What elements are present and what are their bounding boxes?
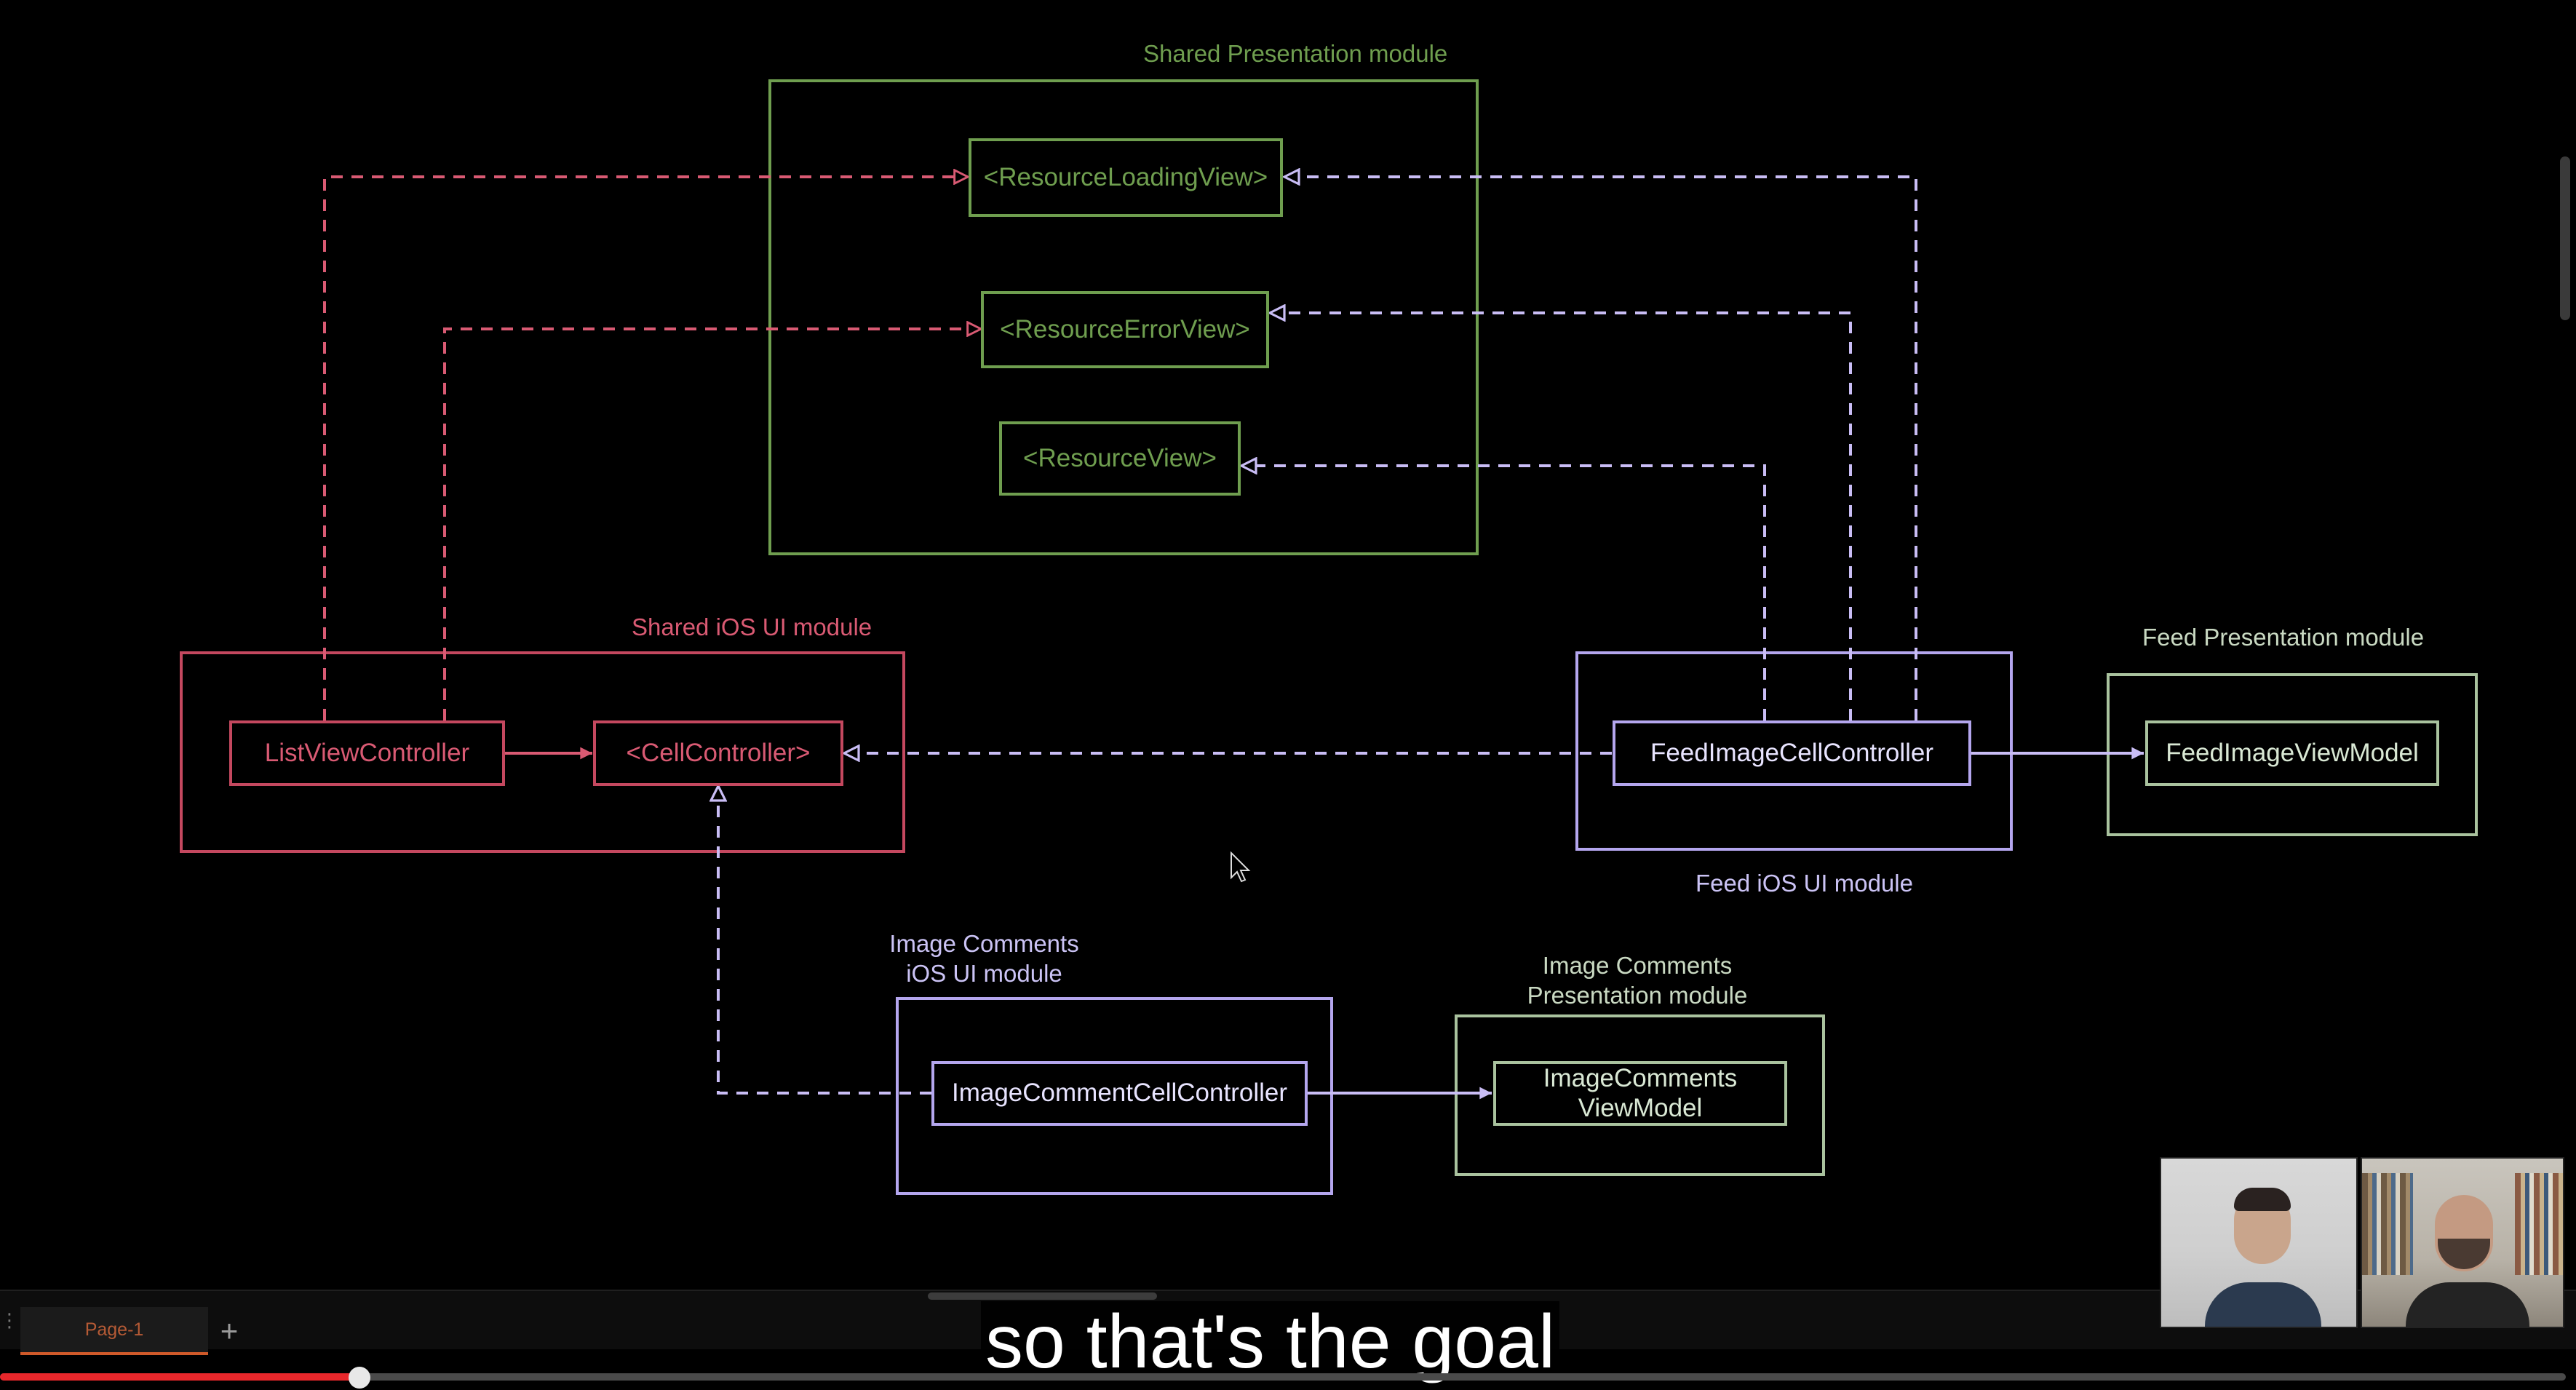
cell-controller-node[interactable]: <CellController> [593,720,843,786]
feed-ios-ui-module-box [1575,651,2013,851]
shared-presentation-module-box [768,79,1479,555]
feed-ios-ui-module-label: Feed iOS UI module [1696,870,1913,897]
participant-1-hair [2234,1188,2291,1211]
resource-error-view-node[interactable]: <ResourceErrorView> [981,291,1269,368]
image-comments-ios-ui-module-box [896,997,1333,1195]
horizontal-scrollbar-thumb[interactable] [928,1292,1157,1300]
feed-image-view-model-node[interactable]: FeedImageViewModel [2145,720,2439,786]
participant-1-torso [2205,1282,2321,1327]
image-comments-view-model-line-1: ImageComments [1543,1064,1738,1093]
video-subtitle: so that's the goal [981,1301,1560,1383]
feed-image-cell-controller-node[interactable]: FeedImageCellController [1613,720,1971,786]
participant-2-torso [2406,1282,2529,1327]
image-comments-presentation-label-line-2: Presentation module [1527,982,1748,1009]
list-view-controller-node[interactable]: ListViewController [229,720,505,786]
feed-cell-to-resource-view-arrow [1241,466,1766,720]
tab-page-1[interactable]: Page-1 [20,1307,208,1355]
image-comments-ios-ui-module-label: Image Comments iOS UI module [873,929,1095,988]
shared-ios-ui-module-label: Shared iOS UI module [632,613,872,640]
vertical-scrollbar-thumb[interactable] [2560,156,2570,320]
feed-presentation-module-label: Feed Presentation module [2142,624,2425,651]
video-progress-scrubber[interactable] [348,1367,370,1389]
video-progress-bar[interactable] [0,1373,2566,1381]
image-comments-view-model-node[interactable]: ImageComments ViewModel [1493,1061,1787,1126]
shared-ios-ui-module-box [180,651,905,853]
participant-2-shelf-right [2515,1173,2563,1275]
tab-bar-grip-icon[interactable]: ⋮ [0,1311,19,1345]
image-comment-cell-to-cell-controller-arrow [718,786,931,1095]
resource-view-node[interactable]: <ResourceView> [999,421,1241,496]
plus-icon[interactable]: + [220,1314,239,1348]
image-comments-presentation-module-box [1455,1014,1825,1176]
participant-2-shelf [2362,1173,2413,1275]
image-comment-cell-controller-node[interactable]: ImageCommentCellController [931,1061,1308,1126]
image-comments-view-model-line-2: ViewModel [1578,1093,1703,1122]
list-to-resource-error-view-arrow [443,329,981,720]
mouse-cursor-icon [1231,851,1251,883]
shared-presentation-module-label: Shared Presentation module [1143,40,1448,67]
image-comments-presentation-module-label: Image Comments Presentation module [1499,950,1776,1010]
image-comments-presentation-label-line-1: Image Comments [1542,952,1733,979]
image-comments-ios-ui-label-line-1: Image Comments [889,930,1079,957]
resource-loading-view-node[interactable]: <ResourceLoadingView> [969,138,1283,217]
webcam-participant-1 [2160,1157,2358,1328]
video-progress-played [0,1373,359,1381]
feed-cell-to-resource-error-view-arrow [1270,313,1852,720]
feed-cell-to-resource-loading-view-arrow [1284,177,1917,720]
webcam-participant-2 [2361,1157,2564,1328]
image-comments-ios-ui-label-line-2: iOS UI module [906,960,1062,987]
